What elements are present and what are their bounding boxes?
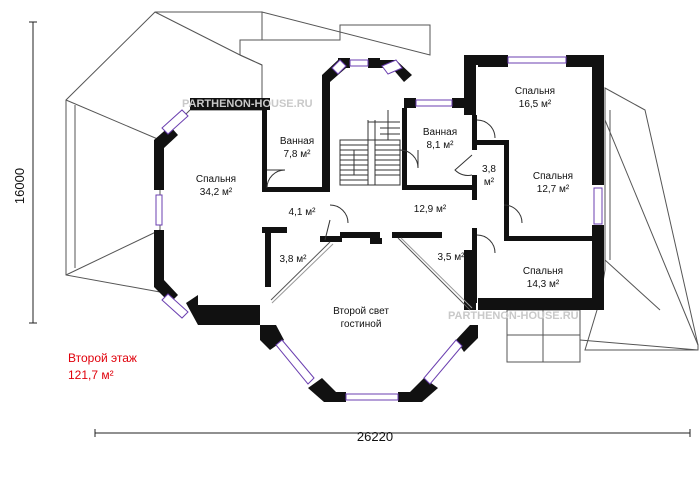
floor-area: 121,7 м² (68, 368, 114, 382)
room-bedroom-34-area: 34,2 м² (200, 187, 233, 198)
room-bath-7-area: 7,8 м² (284, 149, 312, 160)
room-bath-8-name: Ванная (423, 127, 457, 138)
windows (155, 56, 603, 401)
dimension-lines (29, 21, 691, 437)
room-bath-8-area: 8,1 м² (427, 140, 455, 151)
room-bedroom-14-name: Спальня (523, 266, 563, 277)
room-closet-right-unit: м² (484, 177, 495, 188)
svg-text:PARTHENON-HOUSE.RU: PARTHENON-HOUSE.RU (182, 98, 313, 110)
room-bedroom-12-area: 12,7 м² (537, 184, 570, 195)
room-hall-3-5-area: 3,5 м² (438, 252, 466, 263)
room-bedroom-34-name: Спальня (196, 174, 236, 185)
staircase (339, 110, 401, 186)
floor-title: Второй этаж (68, 351, 137, 365)
room-bedroom-16-name: Спальня (515, 86, 555, 97)
room-bath-7-name: Ванная (280, 136, 314, 147)
walls (154, 55, 604, 402)
watermark-2: PARTHENON-HOUSE.RU (448, 310, 579, 322)
room-closet-left-area: 3,8 м² (280, 254, 308, 265)
room-bedroom-12-name: Спальня (533, 171, 573, 182)
dimension-width-label: 26220 (357, 429, 393, 444)
room-hall-4-area: 4,1 м² (289, 207, 317, 218)
doors (266, 119, 523, 311)
room-second-light-name2: гостиной (341, 319, 382, 330)
room-hall-12-area: 12,9 м² (414, 204, 447, 215)
dimension-height-label: 16000 (12, 168, 27, 204)
room-bedroom-14-area: 14,3 м² (527, 279, 560, 290)
room-second-light-name: Второй свет (333, 306, 389, 317)
svg-text:PARTHENON-HOUSE.RU: PARTHENON-HOUSE.RU (448, 310, 579, 322)
room-closet-right-area: 3,8 (482, 164, 496, 175)
room-bedroom-16-area: 16,5 м² (519, 99, 552, 110)
watermark-1: PARTHENON-HOUSE.RU (182, 98, 313, 110)
roof-outline (65, 11, 699, 363)
